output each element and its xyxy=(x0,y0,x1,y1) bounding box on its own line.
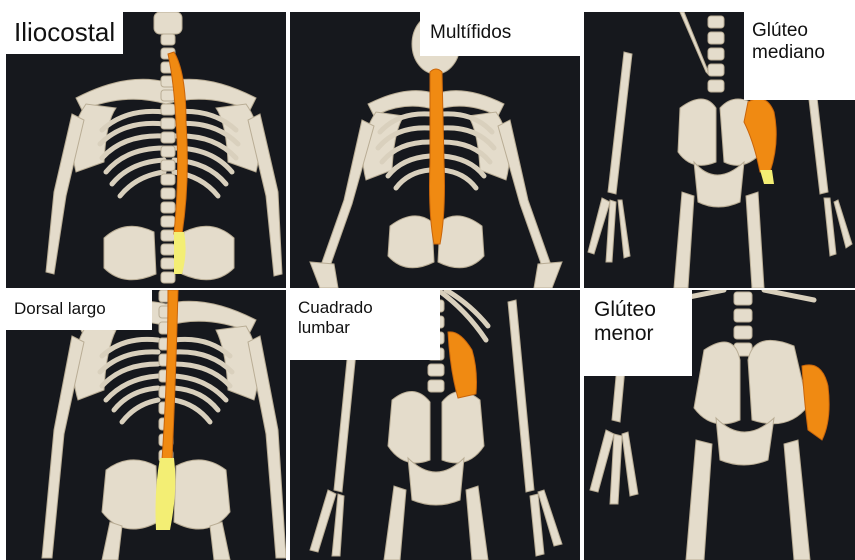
panel-label: Iliocostal xyxy=(6,12,123,54)
panel-iliocostal: Iliocostal xyxy=(6,12,286,288)
panel-label: Glúteo menor xyxy=(584,290,692,376)
panel-label: Dorsal largo xyxy=(6,290,152,330)
panel-label: Glúteo mediano xyxy=(744,12,855,100)
panel-gluteo-menor: Glúteo menor xyxy=(584,290,855,560)
skeleton-back-illustration xyxy=(6,290,286,560)
cuadrado-lumbar-muscle xyxy=(448,332,477,398)
panel-multifidos: Multífidos xyxy=(290,12,580,288)
label-line: Cuadrado xyxy=(298,298,432,318)
gluteo-mediano-tendon xyxy=(760,170,774,184)
multifidos-muscle xyxy=(430,69,445,244)
panel-cuadrado-lumbar: Cuadrado lumbar xyxy=(290,290,580,560)
label-line: lumbar xyxy=(298,318,432,338)
dorsal-largo-tendon xyxy=(156,458,176,530)
label-line: Glúteo xyxy=(752,20,847,42)
label-line: Glúteo xyxy=(594,298,682,322)
gluteo-menor-muscle xyxy=(802,365,829,440)
panel-dorsal-largo: Dorsal largo xyxy=(6,290,286,560)
panel-label: Multífidos xyxy=(420,12,580,56)
label-line: mediano xyxy=(752,42,847,64)
panel-gluteo-mediano: Glúteo mediano xyxy=(584,12,855,288)
label-line: menor xyxy=(594,322,682,346)
panel-label: Cuadrado lumbar xyxy=(290,290,440,360)
